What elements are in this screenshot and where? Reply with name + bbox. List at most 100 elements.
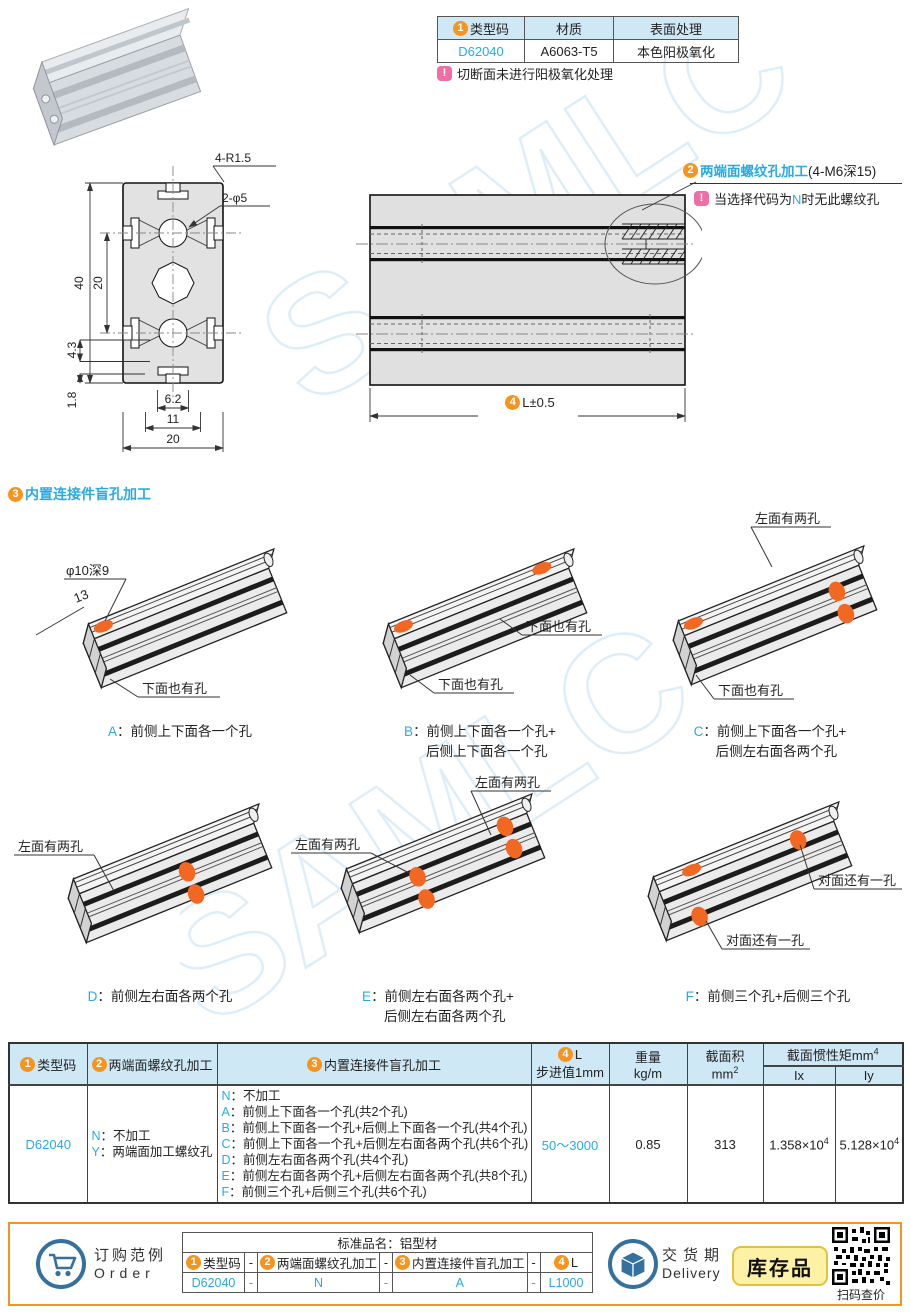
dash-separator: - (244, 1272, 258, 1293)
qr-code[interactable] (832, 1227, 890, 1285)
view-option-a: φ10深9 13 下面也有孔 A：前侧上下面各一个孔 (30, 543, 330, 740)
qr-caption: 扫码查价 (836, 1288, 885, 1302)
annotation-thread-holes: 2 两端面螺纹孔加工 (4-M6深15) (683, 160, 876, 180)
view-caption: B：前侧上下面各一个孔+ 后侧上下面各一个孔 (404, 724, 556, 759)
label-13: 13 (72, 586, 91, 605)
view-option-c: 左面有两孔 下面也有孔 C：前侧上下面各一个孔+ 后侧左右面各两个孔 (620, 505, 910, 760)
spec-code-link[interactable]: D62040 (437, 39, 525, 63)
col-header-area: 截面积 mm2 (686, 1042, 764, 1086)
dim-40: 40 (72, 276, 86, 290)
col-header-ix: Ix (762, 1065, 836, 1086)
delivery-box-icon (608, 1239, 658, 1289)
spec-surface: 本色阳极氧化 (613, 39, 739, 63)
label-bottom-hole: 下面也有孔 (438, 677, 503, 692)
cart-icon (36, 1239, 86, 1289)
view-f-drawing: 对面还有一孔 对面还有一孔 (641, 801, 902, 950)
thread-options-cell: N：不加工 Y：两端面加工螺纹孔 (86, 1084, 218, 1204)
label-left-two-holes: 左面有两孔 (475, 775, 540, 790)
hole-marker (93, 620, 113, 633)
length-range-link[interactable]: 50～3000 (530, 1084, 610, 1204)
badge-1-icon: 1 (452, 20, 468, 36)
badge-2-icon: 2 (260, 1255, 275, 1270)
view-caption: A：前侧上下面各一个孔 (107, 724, 252, 739)
spec-material: A6063-T5 (524, 39, 614, 63)
col-header-inertia: 截面惯性矩mm4 (762, 1042, 904, 1067)
dim-4-3: 4.3 (65, 341, 79, 358)
view-caption: C：前侧上下面各一个孔+ 后侧左右面各两个孔 (693, 724, 847, 759)
table-row: D62040 N：不加工 Y：两端面加工螺纹孔 N：不加工 A：前侧上下面各一个… (8, 1084, 904, 1204)
order-thread-value: N (256, 1272, 381, 1293)
view-c-drawing: 左面有两孔 下面也有孔 (666, 511, 889, 700)
order-length-value: L1000 (539, 1272, 593, 1293)
label-bottom-hole: 下面也有孔 (142, 681, 207, 696)
hole-marker (682, 863, 702, 877)
badge-2-icon: 2 (683, 162, 698, 178)
hole-marker (393, 620, 413, 633)
label-hole-size: φ10深9 (66, 563, 109, 578)
annotation-leader-line (690, 183, 902, 184)
spec-table: 1 类型码 材质 表面处理 D62040 A6063-T5 本色阳极氧化 (437, 16, 739, 63)
hole-marker (505, 838, 523, 859)
exclamation-icon (694, 191, 709, 206)
order-blind-value: A (392, 1272, 528, 1293)
order-code-value: D62040 (182, 1272, 245, 1293)
standard-name-header: 标准品名：铝型材 (182, 1232, 593, 1253)
hole-marker (683, 617, 703, 630)
dash-separator: - (526, 1252, 541, 1273)
hole-marker (837, 603, 855, 624)
label-left-two-holes: 左面有两孔 (18, 839, 83, 854)
iy-cell: 5.128×104 (834, 1084, 904, 1204)
annotation-thread-note: 当选择代码为N时无此螺纹孔 (694, 189, 879, 208)
badge-1-icon: 1 (20, 1056, 36, 1072)
cross-section-drawing: 40 20 4.3 1.8 6.2 11 20 4-R1.5 2-φ5 (65, 151, 276, 452)
hole-marker (187, 884, 205, 904)
dash-separator: - (379, 1252, 394, 1273)
label-left-two-holes: 左面有两孔 (295, 837, 360, 852)
area-cell: 313 (686, 1084, 764, 1204)
label-opposite-hole: 对面还有一孔 (818, 873, 896, 888)
dash-separator: - (244, 1252, 258, 1273)
dash-separator: - (526, 1272, 541, 1293)
weight-cell: 0.85 (608, 1084, 688, 1204)
badge-3-icon: 3 (306, 1056, 322, 1072)
view-option-e: 左面有两孔 左面有两孔 E：前侧左右面各两个孔+ 后侧左右面各两个孔 (283, 763, 593, 1025)
badge-1-icon: 1 (186, 1255, 202, 1270)
label-holes: 2-φ5 (222, 191, 247, 205)
code-cell-link[interactable]: D62040 (8, 1084, 88, 1204)
label-bottom-hole: 下面也有孔 (526, 619, 591, 634)
hole-marker (691, 906, 708, 927)
spec-header-code: 1 类型码 (437, 16, 525, 40)
view-caption: D：前侧左右面各两个孔 (87, 989, 233, 1004)
hole-marker (789, 830, 807, 850)
view-option-d: 左面有两孔 D：前侧左右面各两个孔 (10, 793, 310, 1005)
product-photo (32, 8, 202, 147)
dim-6-2: 6.2 (165, 392, 182, 406)
badge-3-icon: 3 (395, 1255, 411, 1270)
view-caption: F：前侧三个孔+后侧三个孔 (685, 989, 851, 1004)
ix-cell: 1.358×104 (762, 1084, 836, 1204)
hole-marker (178, 862, 196, 882)
view-option-f: 对面还有一孔 对面还有一孔 F：前侧三个孔+后侧三个孔 (618, 793, 910, 1005)
dash-separator: - (379, 1272, 394, 1293)
dim-20-width: 20 (166, 432, 180, 446)
length-dim-label: 4 L±0.5 (480, 395, 580, 410)
side-view-drawing (356, 181, 702, 422)
hole-marker (496, 816, 514, 837)
stock-item-badge: 库存品 (732, 1246, 828, 1286)
section-blind-holes-title: 3 内置连接件盲孔加工 (8, 484, 151, 504)
spec-note: 切断面未进行阳极氧化处理 (437, 64, 613, 83)
badge-3-icon: 3 (8, 486, 23, 502)
order-example-label: 订购范例 Order (94, 1247, 167, 1281)
view-a-drawing: φ10深9 13 下面也有孔 (35, 548, 299, 698)
badge-2-icon: 2 (91, 1056, 107, 1072)
view-caption: E：前侧左右面各两个孔+ 后侧左右面各两个孔 (362, 989, 514, 1024)
hole-marker (409, 867, 426, 887)
spec-header-material: 材质 (524, 16, 614, 40)
